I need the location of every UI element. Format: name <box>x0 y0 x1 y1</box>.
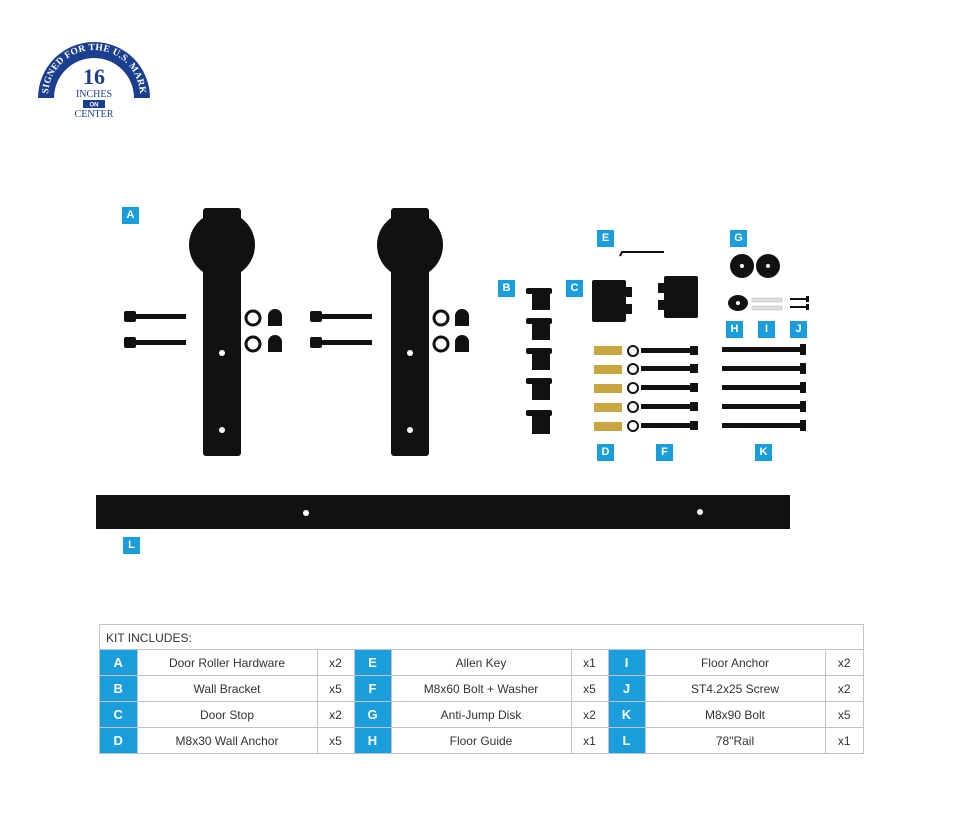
item-letter: J <box>607 675 646 702</box>
item-qty: x2 <box>824 675 863 702</box>
anti-jump-disks <box>730 254 780 278</box>
item-name: Anti-Jump Disk <box>390 701 572 728</box>
item-name: M8x90 Bolt <box>644 701 826 728</box>
badge-logo: DESIGNED FOR THE U.S. MARKET 16 INCHES O… <box>34 38 150 120</box>
label-b: B <box>498 280 515 297</box>
roller-nuts <box>244 309 469 353</box>
item-letter: F <box>353 675 392 702</box>
floor-guide <box>728 295 748 311</box>
label-i: I <box>758 321 775 338</box>
label-f: F <box>656 444 673 461</box>
item-letter: A <box>100 650 138 676</box>
screws <box>790 296 809 310</box>
allen-key <box>619 251 664 257</box>
item-qty: x2 <box>316 701 355 728</box>
hardware-diagram <box>96 208 809 529</box>
item-name: M8x30 Wall Anchor <box>136 727 318 753</box>
item-qty: x5 <box>316 727 355 753</box>
table-row: B Wall Bracket x5 F M8x60 Bolt + Washer … <box>100 675 863 702</box>
item-name: Allen Key <box>390 650 572 676</box>
item-letter: G <box>353 701 392 728</box>
item-letter: H <box>353 727 392 753</box>
badge-line1: INCHES <box>76 89 112 100</box>
wall-brackets <box>526 288 552 434</box>
item-qty: x2 <box>570 701 609 728</box>
item-letter: I <box>607 650 646 676</box>
long-bolts <box>722 344 806 431</box>
bolts-with-washers <box>627 345 698 432</box>
item-qty: x5 <box>316 675 355 702</box>
item-letter: C <box>100 701 138 728</box>
label-j: J <box>790 321 807 338</box>
wall-anchors <box>594 346 622 431</box>
item-qty: x1 <box>824 727 863 753</box>
item-qty: x1 <box>570 650 609 676</box>
item-name: 78"Rail <box>644 727 826 753</box>
item-name: Floor Guide <box>390 727 572 753</box>
kit-grid: A Door Roller Hardware x2 E Allen Key x1… <box>100 650 863 753</box>
label-c: C <box>566 280 583 297</box>
item-name: Wall Bracket <box>136 675 318 702</box>
badge-line2: ON <box>90 103 99 109</box>
label-g: G <box>730 230 747 247</box>
door-roller-1 <box>189 208 255 456</box>
item-letter: E <box>353 650 392 676</box>
item-qty: x1 <box>570 727 609 753</box>
item-name: ST4.2x25 Screw <box>644 675 826 702</box>
rail <box>96 495 790 529</box>
label-k: K <box>755 444 772 461</box>
item-qty: x2 <box>316 650 355 676</box>
item-name: M8x60 Bolt + Washer <box>390 675 572 702</box>
item-letter: B <box>100 675 138 702</box>
item-letter: D <box>100 727 138 753</box>
label-l: L <box>123 537 140 554</box>
item-qty: x5 <box>570 675 609 702</box>
door-roller-2 <box>377 208 443 456</box>
label-d: D <box>597 444 614 461</box>
item-letter: L <box>607 727 646 753</box>
item-letter: K <box>607 701 646 728</box>
kit-title: KIT INCLUDES: <box>100 625 863 650</box>
item-name: Door Roller Hardware <box>136 650 318 676</box>
roller-bolts <box>124 311 372 348</box>
item-qty: x2 <box>824 650 863 676</box>
label-a: A <box>122 207 139 224</box>
door-stops <box>592 276 698 322</box>
floor-anchors <box>751 297 783 311</box>
badge-line3: CENTER <box>75 109 114 120</box>
table-row: C Door Stop x2 G Anti-Jump Disk x2 K M8x… <box>100 701 863 728</box>
item-name: Floor Anchor <box>644 650 826 676</box>
kit-includes-table: KIT INCLUDES: A Door Roller Hardware x2 … <box>99 624 864 754</box>
item-qty: x5 <box>824 701 863 728</box>
table-row: A Door Roller Hardware x2 E Allen Key x1… <box>100 650 863 676</box>
item-name: Door Stop <box>136 701 318 728</box>
label-h: H <box>726 321 743 338</box>
badge-number: 16 <box>83 64 105 89</box>
table-row: D M8x30 Wall Anchor x5 H Floor Guide x1 … <box>100 727 863 753</box>
label-e: E <box>597 230 614 247</box>
